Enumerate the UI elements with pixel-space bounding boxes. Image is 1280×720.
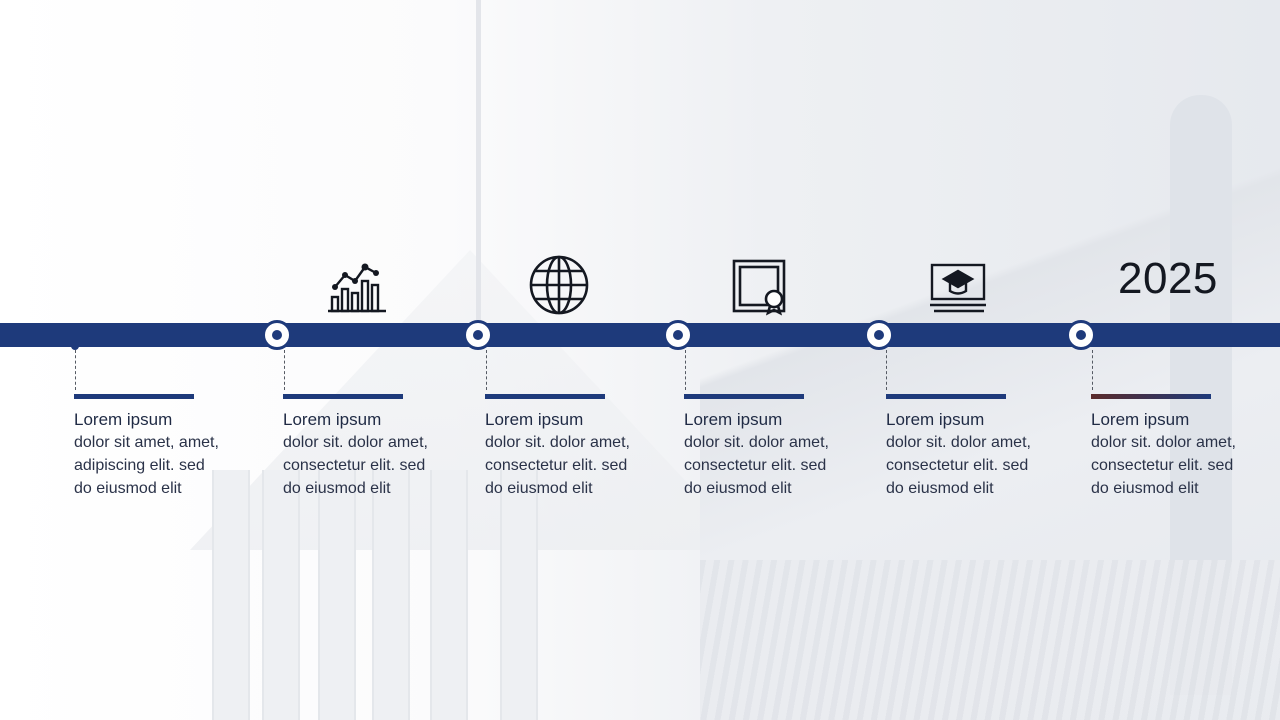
card-underline — [1091, 394, 1211, 399]
milestone-text: dolor sit amet, amet, — [74, 434, 219, 451]
connector-line — [886, 350, 887, 390]
milestone-card: Lorem ipsum dolor sit. dolor amet, conse… — [283, 394, 473, 500]
milestone-title: Lorem ipsum — [886, 410, 985, 429]
graduation-cap-icon — [930, 263, 986, 313]
globe-icon — [529, 255, 589, 315]
connector-line — [486, 350, 487, 390]
milestone-text: adipiscing elit. sed — [74, 457, 205, 474]
bar-chart-icon — [328, 263, 386, 313]
milestone-card: Lorem ipsum dolor sit amet, amet, adipis… — [74, 394, 264, 500]
card-underline — [684, 394, 804, 399]
milestone-text: consectetur elit. sed — [283, 457, 426, 474]
milestone-title: Lorem ipsum — [283, 410, 382, 429]
milestone-text: dolor sit. dolor amet, — [684, 434, 829, 451]
timeline-node — [463, 320, 493, 350]
milestone-text: do eiusmod elit — [886, 480, 994, 497]
milestone-text: dolor sit. dolor amet, — [886, 434, 1031, 451]
timeline-start-dot — [71, 342, 79, 350]
year-label: 2025 — [1118, 254, 1218, 303]
milestone-text: do eiusmod elit — [1091, 480, 1199, 497]
card-underline — [485, 394, 605, 399]
milestone-title: Lorem ipsum — [1091, 410, 1190, 429]
timeline-node — [864, 320, 894, 350]
milestone-title: Lorem ipsum — [684, 410, 783, 429]
milestone-text: do eiusmod elit — [485, 480, 593, 497]
milestone-card: Lorem ipsum dolor sit. dolor amet, conse… — [684, 394, 874, 500]
card-underline — [74, 394, 194, 399]
connector-line — [284, 350, 285, 390]
connector-line — [75, 350, 76, 390]
milestone-text: consectetur elit. sed — [886, 457, 1029, 474]
timeline-node — [663, 320, 693, 350]
connector-line — [685, 350, 686, 390]
connector-line — [1092, 350, 1093, 390]
timeline-node — [1066, 320, 1096, 350]
milestone-title: Lorem ipsum — [74, 410, 173, 429]
milestone-title: Lorem ipsum — [485, 410, 584, 429]
certificate-icon — [732, 259, 786, 316]
milestone-text: consectetur elit. sed — [1091, 457, 1234, 474]
timeline-node — [262, 320, 292, 350]
milestone-text: consectetur elit. sed — [684, 457, 827, 474]
milestone-card: Lorem ipsum dolor sit. dolor amet, conse… — [1091, 394, 1280, 500]
milestone-text: do eiusmod elit — [74, 480, 182, 497]
milestone-text: dolor sit. dolor amet, — [1091, 434, 1236, 451]
card-underline — [283, 394, 403, 399]
milestone-text: do eiusmod elit — [283, 480, 391, 497]
card-underline — [886, 394, 1006, 399]
milestone-card: Lorem ipsum dolor sit. dolor amet, conse… — [485, 394, 675, 500]
milestone-card: Lorem ipsum dolor sit. dolor amet, conse… — [886, 394, 1076, 500]
milestone-text: consectetur elit. sed — [485, 457, 628, 474]
milestone-text: dolor sit. dolor amet, — [283, 434, 428, 451]
milestone-text: dolor sit. dolor amet, — [485, 434, 630, 451]
milestone-text: do eiusmod elit — [684, 480, 792, 497]
